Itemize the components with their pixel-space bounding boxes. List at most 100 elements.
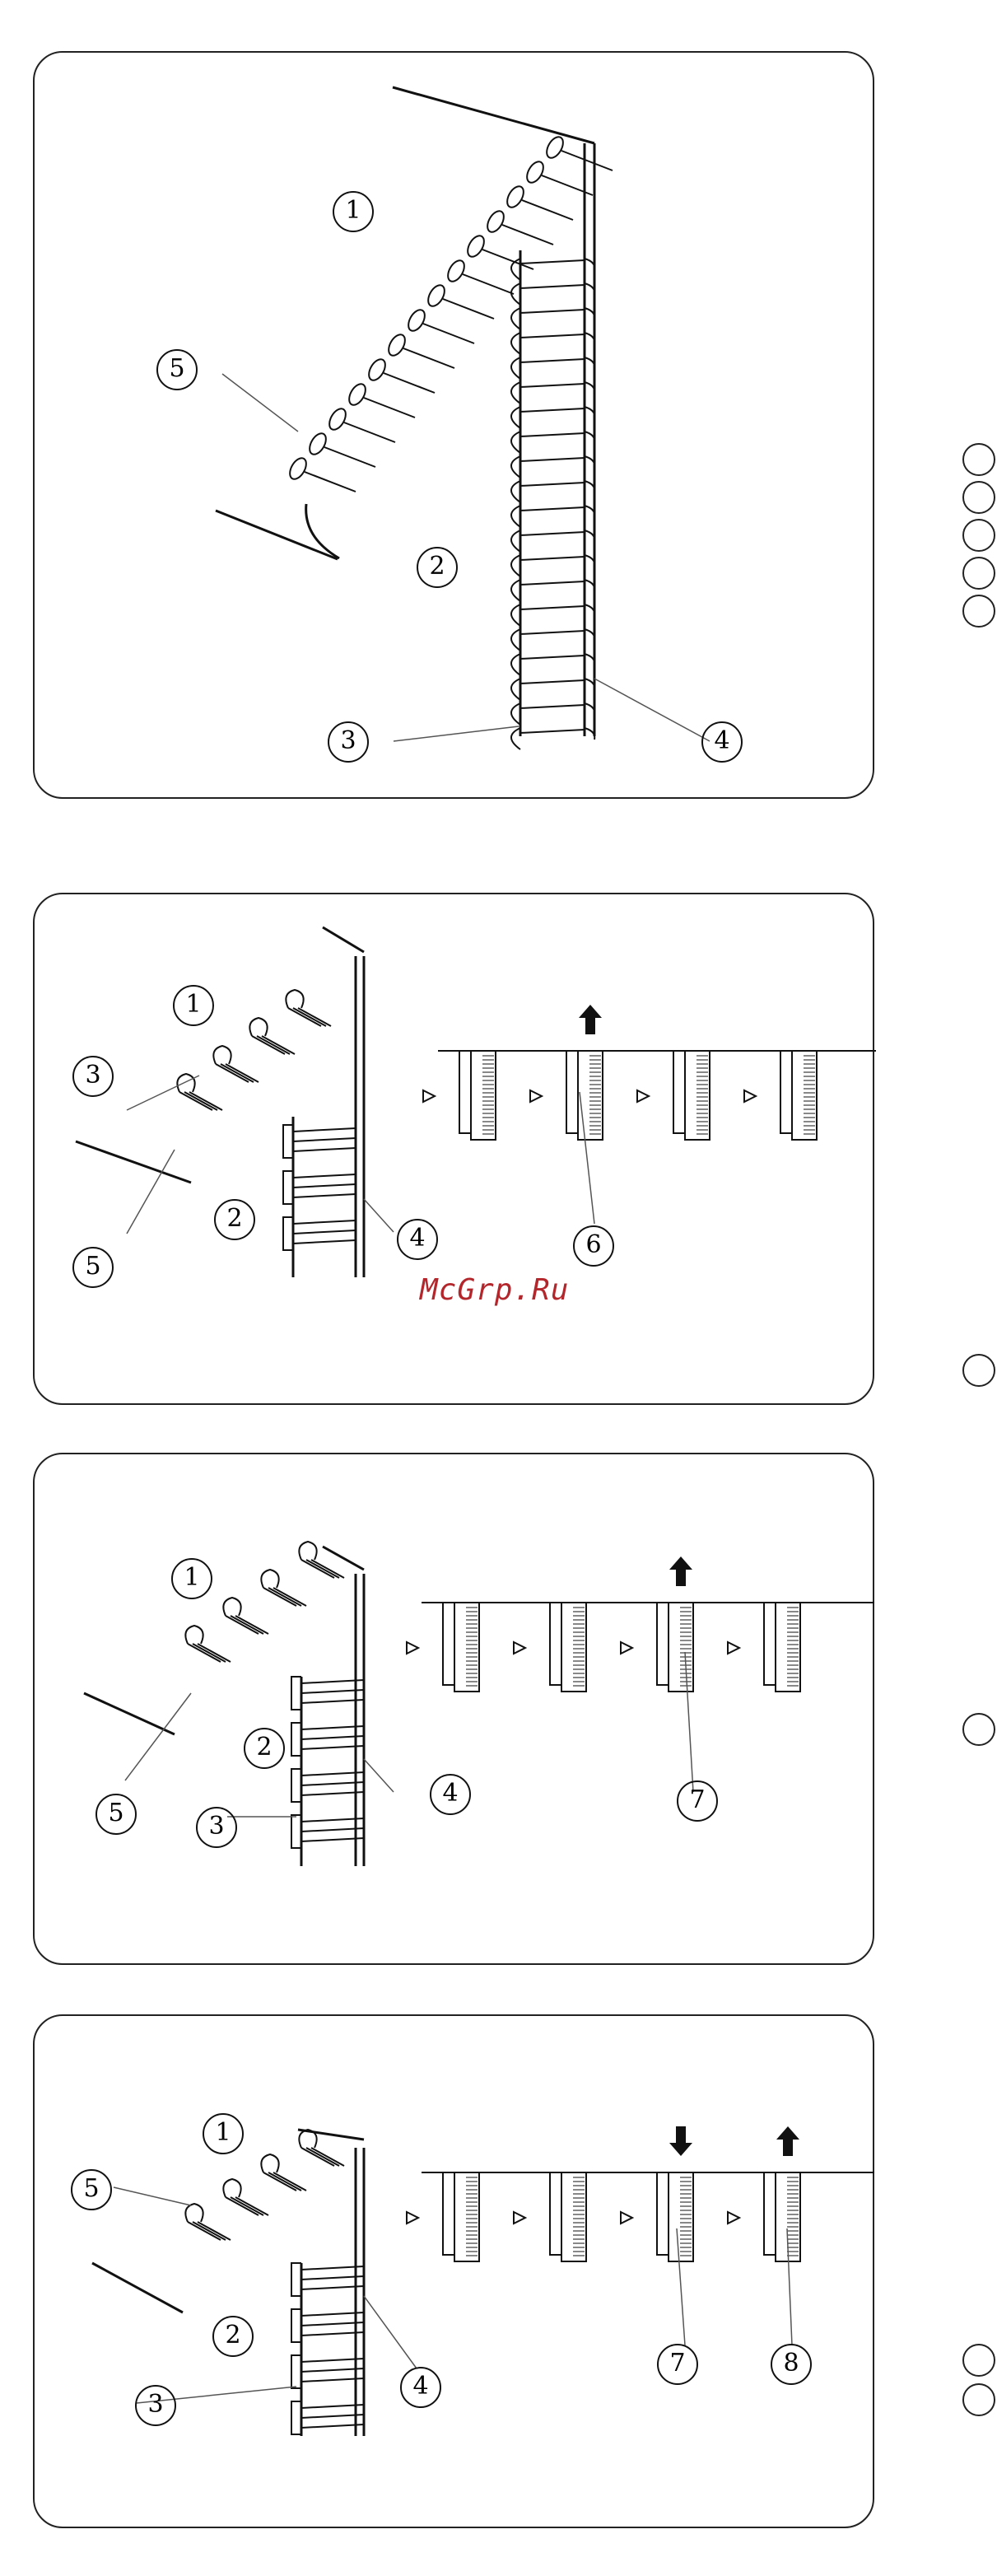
indicator-mark xyxy=(637,1090,649,1102)
stitch-bar xyxy=(520,310,585,313)
stitch-loop xyxy=(185,2204,203,2222)
tension-dial xyxy=(423,1051,496,1140)
callout-4: 4 xyxy=(400,2367,441,2408)
indicator-mark xyxy=(621,1642,632,1654)
chain-bead xyxy=(385,332,408,358)
chain-bead xyxy=(366,357,389,383)
stitch-loop xyxy=(291,1723,301,1756)
chain-bead xyxy=(405,307,428,334)
stitch-loop xyxy=(585,456,594,468)
tension-dial xyxy=(530,1051,603,1140)
stitch-bar xyxy=(293,1230,356,1234)
stitch-bar xyxy=(293,1240,356,1244)
stitch-loop xyxy=(185,1626,203,1644)
diagram-panel-3: 1 2 4 5 3 7 xyxy=(33,1453,874,1965)
side-marker-circle xyxy=(962,1713,995,1746)
stitch-loop xyxy=(585,728,594,740)
indicator-mark xyxy=(423,1090,435,1102)
stitch-loop xyxy=(511,382,520,404)
stitch-loop xyxy=(511,654,520,675)
stitch-bar xyxy=(520,334,585,338)
tension-dial-row xyxy=(423,1005,876,1140)
chain-bead xyxy=(346,381,369,408)
stitch-bar xyxy=(520,705,585,708)
stitch-loop xyxy=(585,703,594,715)
looper-setting-diagram-2 xyxy=(35,894,876,1407)
stitch-bar xyxy=(520,359,585,362)
stitch-bar xyxy=(231,2197,263,2215)
callout-3: 3 xyxy=(196,1807,237,1848)
stitch-loop xyxy=(291,1769,301,1802)
indicator-mark xyxy=(728,1642,739,1654)
callout-7: 7 xyxy=(657,2344,698,2385)
stitch-bar xyxy=(384,373,435,393)
stitch-bar xyxy=(423,324,474,343)
callout-1: 1 xyxy=(203,2113,244,2154)
stitch-bar xyxy=(193,1644,226,1662)
stitch-loop xyxy=(585,259,594,270)
callout-1: 1 xyxy=(173,985,214,1026)
callout-3: 3 xyxy=(135,2385,176,2426)
stitch-bar xyxy=(520,680,585,684)
stitch-loop xyxy=(511,679,520,700)
diagram-panel-4: 1 5 2 4 3 7 8 xyxy=(33,2014,874,2528)
tension-dial xyxy=(744,1051,817,1140)
indicator-mark xyxy=(530,1090,542,1102)
stitch-bar xyxy=(520,483,585,486)
stitch-bar xyxy=(305,472,356,492)
arrow-up-icon xyxy=(669,1556,692,1586)
side-marker-circle xyxy=(962,481,995,514)
stitch-loop xyxy=(283,1217,293,1250)
stitch-bar xyxy=(463,274,514,294)
callout-8: 8 xyxy=(771,2344,812,2385)
stitch-bar xyxy=(520,631,585,634)
stitch-bar xyxy=(293,1138,356,1141)
stitch-loop xyxy=(511,580,520,601)
stitch-loop xyxy=(585,580,594,591)
callout-5: 5 xyxy=(96,1794,137,1835)
stitch-illustration xyxy=(177,990,356,1250)
stitch-loop xyxy=(585,333,594,344)
stitch-loop xyxy=(291,1677,301,1710)
stitch-loop xyxy=(585,407,594,418)
stitch-loop xyxy=(511,629,520,651)
stitch-loop xyxy=(261,2154,278,2172)
stitch-loop xyxy=(585,679,594,690)
tension-dial xyxy=(407,2172,479,2261)
stitch-loop xyxy=(261,1570,278,1588)
stitch-bar xyxy=(520,606,585,609)
tension-dial-row xyxy=(407,1556,874,1692)
chain-bead xyxy=(504,184,527,210)
diagram-panel-2: 1 3 2 4 5 6 xyxy=(33,893,874,1405)
chain-bead xyxy=(425,282,448,309)
stitch-loop xyxy=(585,530,594,542)
stitch-bar xyxy=(520,408,585,412)
stitch-loop xyxy=(249,1018,267,1036)
side-marker-circle xyxy=(962,1354,995,1387)
stitch-bar xyxy=(520,730,585,733)
stitch-loop xyxy=(511,456,520,478)
stitch-loop xyxy=(585,283,594,295)
callout-2: 2 xyxy=(244,1728,285,1769)
stitch-bar xyxy=(520,384,585,387)
stitch-bar xyxy=(306,2148,339,2166)
stitch-bar xyxy=(561,151,613,170)
stitch-loop xyxy=(511,555,520,576)
stitch-bar xyxy=(293,1008,326,1026)
stitch-bar xyxy=(293,1174,356,1178)
stitch-loop xyxy=(585,654,594,665)
stitch-loop xyxy=(511,604,520,626)
callout-2: 2 xyxy=(212,2316,254,2357)
stitch-bar xyxy=(502,225,553,245)
stitch-loop xyxy=(286,990,303,1008)
indicator-mark xyxy=(514,1642,525,1654)
stitch-loop xyxy=(585,604,594,616)
stitch-bar xyxy=(520,260,585,264)
tension-dial xyxy=(637,1051,710,1140)
stitch-loop xyxy=(511,481,520,502)
stitch-bar xyxy=(293,1148,356,1151)
stitch-loop xyxy=(213,1046,231,1064)
stitch-bar xyxy=(520,532,585,535)
indicator-mark xyxy=(621,2212,632,2224)
callout-1: 1 xyxy=(333,191,374,232)
